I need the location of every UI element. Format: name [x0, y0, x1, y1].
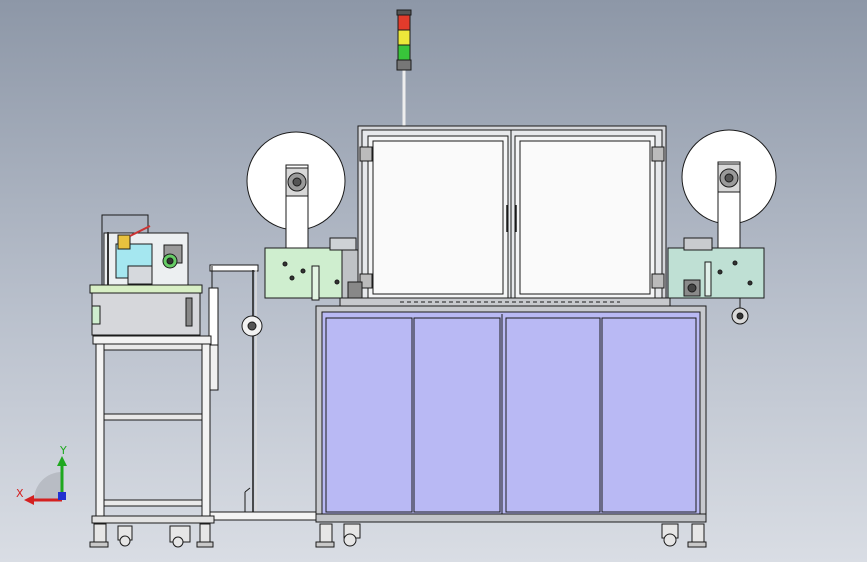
z-axis-marker [58, 492, 66, 500]
right-mount-plate [667, 247, 765, 299]
right-reel-assembly[interactable] [667, 129, 777, 325]
stack-light-yellow [397, 29, 411, 46]
guide-rail[interactable] [203, 264, 317, 521]
main-base-cabinet[interactable] [315, 305, 707, 523]
left-reel-assembly[interactable] [246, 131, 363, 301]
x-axis-label: X [16, 487, 24, 500]
casters-and-feet [89, 523, 707, 548]
main-enclosure[interactable] [339, 125, 671, 307]
stack-light[interactable] [396, 9, 412, 126]
y-axis-label: Y [59, 444, 67, 457]
left-mount-plate [264, 247, 351, 299]
stack-light-green [397, 44, 411, 61]
axis-triad[interactable]: Y X [16, 444, 67, 505]
left-aux-cart[interactable] [89, 214, 219, 524]
stack-light-red [397, 14, 411, 31]
